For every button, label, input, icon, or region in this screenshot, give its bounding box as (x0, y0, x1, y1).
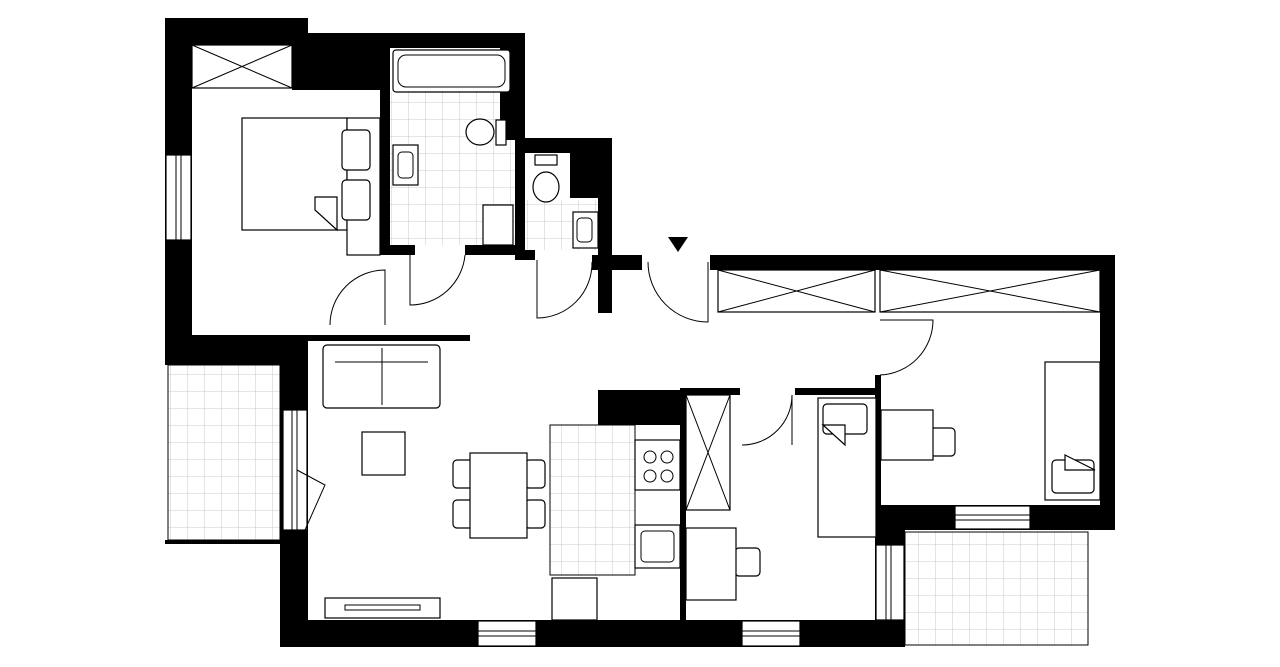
door-swing-icon (329, 269, 386, 326)
sink-icon (392, 144, 419, 186)
tv-stand-icon (324, 597, 441, 619)
furniture (241, 117, 1101, 619)
bathtub-icon (392, 49, 511, 93)
doors (296, 237, 934, 531)
door-swing-icon (879, 319, 934, 376)
door-swing-icon (647, 261, 709, 323)
table-icon (361, 431, 406, 476)
chair-icon (929, 427, 956, 457)
fridge-icon (551, 577, 598, 621)
wardrobes (191, 44, 1101, 511)
window-icon (282, 409, 308, 531)
fixtures (392, 49, 681, 621)
windows (165, 154, 1031, 647)
tiled-floors (167, 92, 1089, 646)
window-icon (875, 544, 905, 621)
window-icon (477, 620, 537, 647)
desk-icon (685, 527, 737, 601)
dining-table-icon (469, 452, 528, 539)
entrance-arrow-icon (668, 237, 688, 252)
door-swing-icon (536, 260, 593, 319)
toilet-icon (532, 171, 560, 203)
chair-icon (524, 459, 546, 489)
door-swing-icon (741, 394, 793, 446)
chair-icon (734, 547, 761, 577)
window-icon (954, 505, 1031, 530)
door-swing-icon (296, 469, 326, 531)
window-icon (741, 620, 801, 647)
desk-icon (880, 409, 934, 461)
washing-machine-icon (482, 204, 514, 246)
chair-icon (524, 499, 546, 529)
door-swing-icon (409, 254, 466, 306)
toilet-icon (465, 118, 495, 146)
window-icon (165, 154, 192, 241)
stove-icon (634, 439, 681, 491)
